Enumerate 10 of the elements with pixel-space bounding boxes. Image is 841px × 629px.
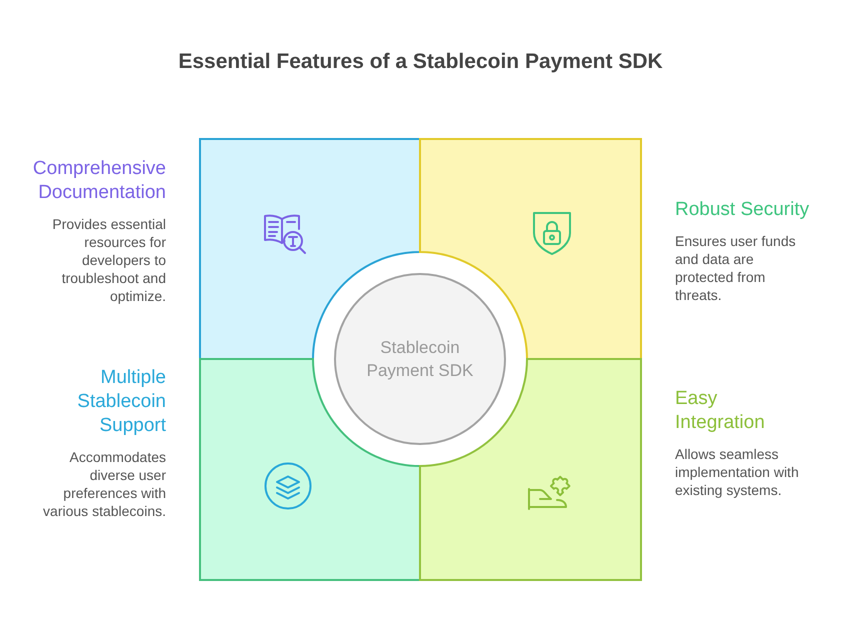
feature-description: Accommodates diverse user preferences with various stablecoins.	[42, 448, 166, 520]
feature-heading: Multiple Stablecoin Support	[76, 366, 166, 438]
feature-heading: Comprehensive Documentation	[32, 157, 166, 205]
feature-description: Provides essential resources for developers to troubleshoot and optimize.	[51, 215, 166, 305]
diagram-title: Essential Features of a Stablecoin Payment SDK	[178, 50, 663, 73]
feature-description: Ensures user funds and data are protected from threats.	[675, 232, 797, 304]
feature-heading: Robust Security	[675, 198, 810, 222]
feature-heading: Easy Integration	[675, 387, 766, 435]
hub-label: Stablecoin Payment SDK	[366, 337, 474, 382]
feature-description: Allows seamless implementation with existing systems.	[675, 445, 800, 499]
